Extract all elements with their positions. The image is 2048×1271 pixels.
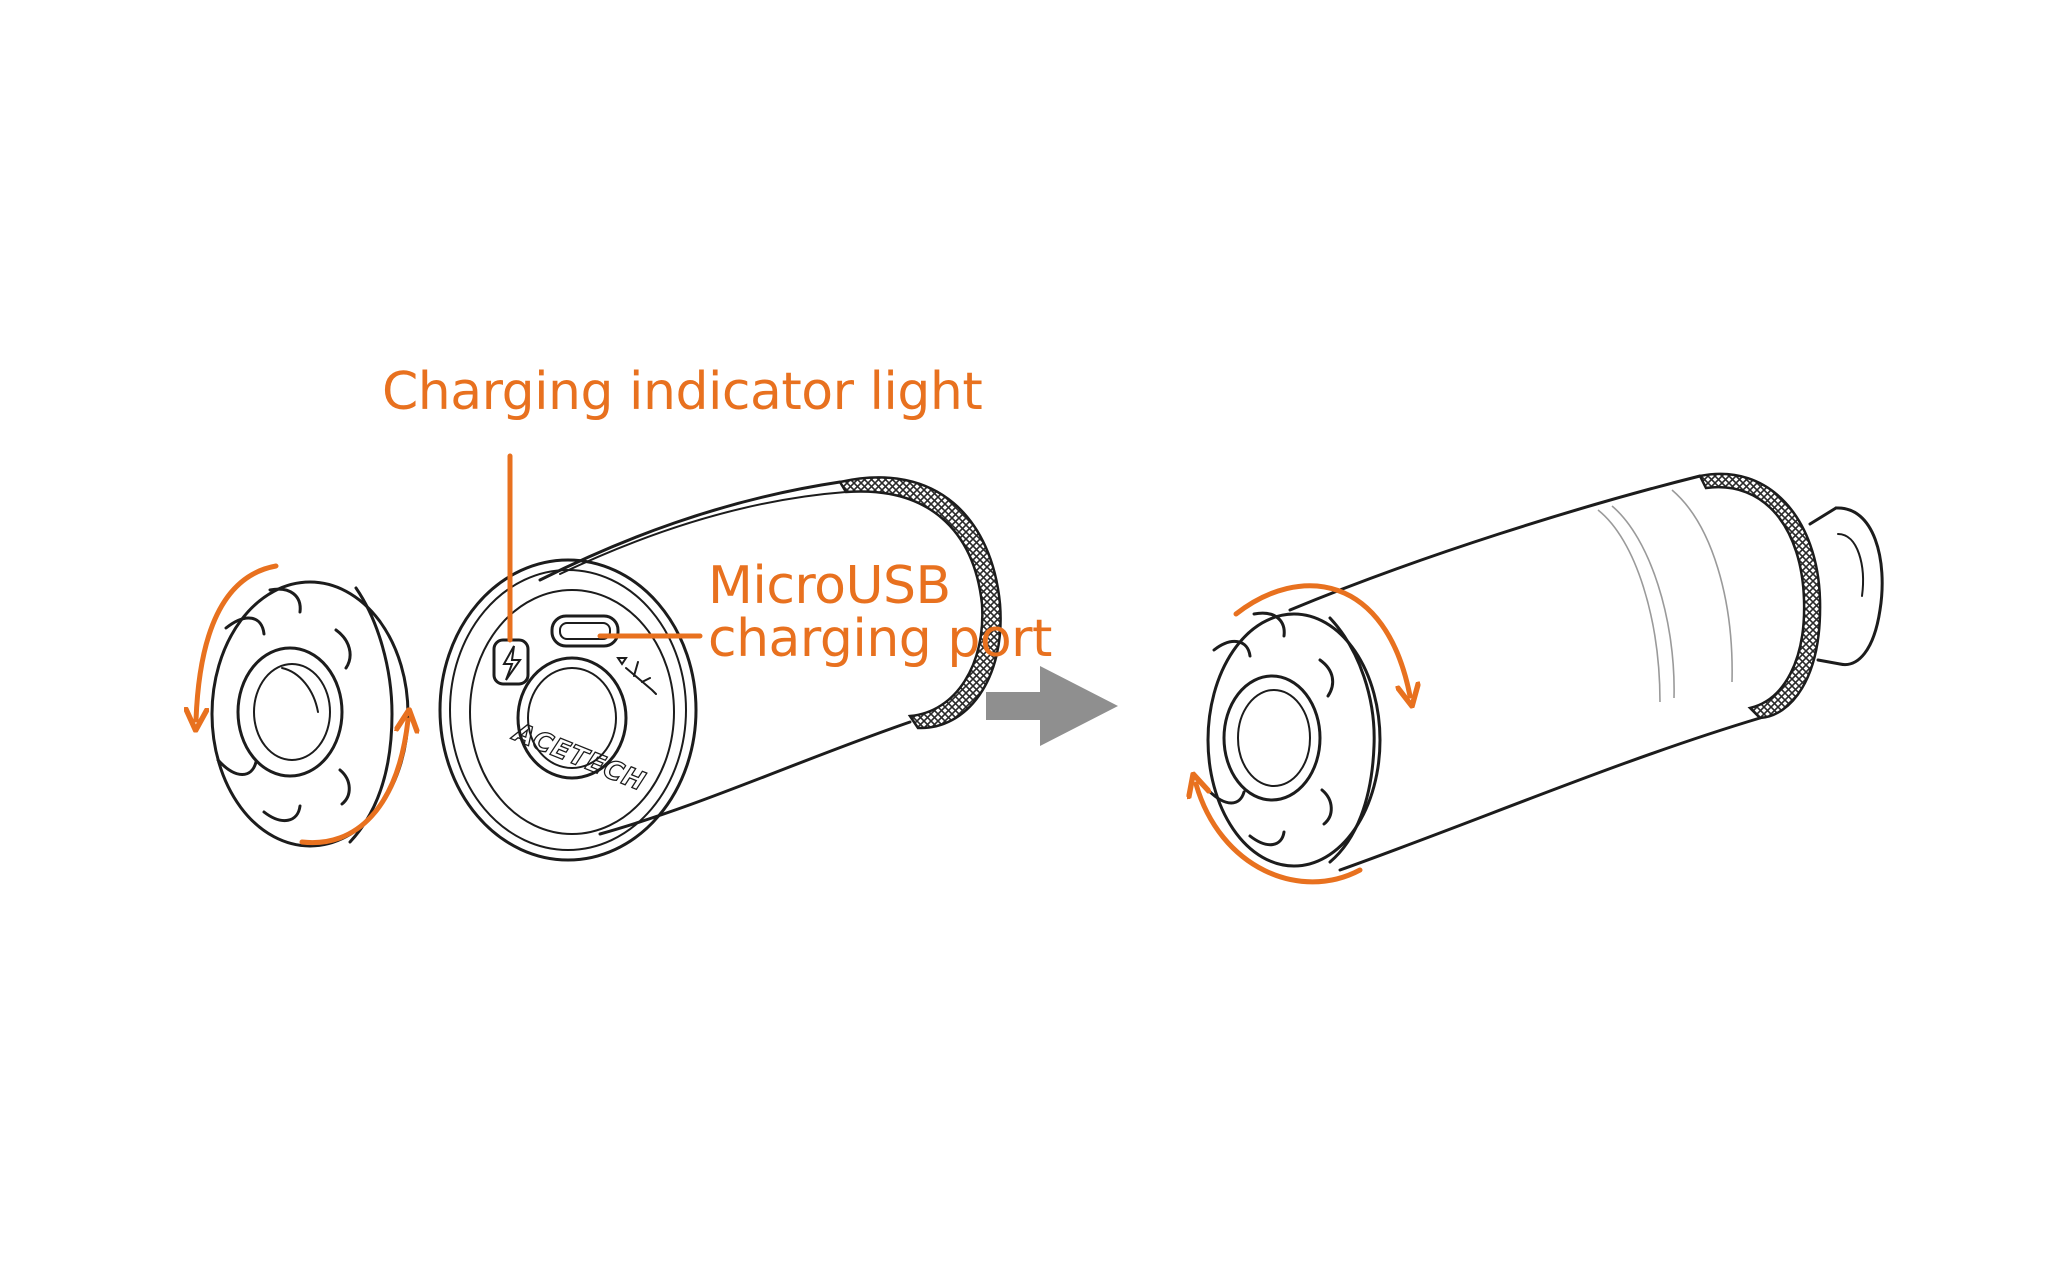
- microusb-label-line2: charging port: [708, 609, 1052, 670]
- flashlight-assembled: [1206, 472, 1884, 872]
- assembled-rotation-arrows: [1196, 583, 1410, 885]
- rotation-arrow-icon-lower: [1196, 784, 1363, 885]
- brand-logo: ACETECH: [507, 717, 649, 798]
- rotation-arrow-icon-left: [196, 563, 279, 720]
- rotation-arrow-icon-bottom: [299, 720, 408, 846]
- lightning-bolt-icon: [502, 645, 522, 681]
- usb-port-slot: [550, 614, 620, 648]
- microusb-label-line1: MicroUSB: [708, 556, 951, 616]
- detached-end-cap: [210, 580, 410, 848]
- right-arrow-icon: [986, 666, 1118, 746]
- indicator-light-window: [492, 638, 530, 686]
- rotation-arrow-icon-top: [1233, 583, 1410, 696]
- microusb-port-label: MicroUSB charging port: [708, 556, 1052, 670]
- usb-symbol-icon: [616, 657, 657, 695]
- charging-indicator-label: Charging indicator light: [382, 362, 983, 422]
- cap-rotation-arrows: [196, 563, 408, 846]
- callout-leaders: [507, 453, 703, 643]
